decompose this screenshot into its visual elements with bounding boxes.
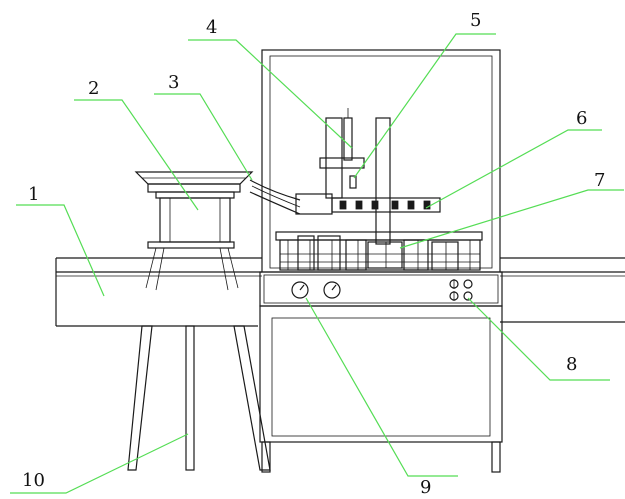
callout-5: 5 xyxy=(353,10,496,179)
callout-2: 2 xyxy=(74,78,199,211)
turntable xyxy=(275,231,483,271)
callout-label-3: 3 xyxy=(168,72,179,93)
callout-label-5: 5 xyxy=(470,10,481,31)
callout-label-6: 6 xyxy=(576,108,587,129)
machine-frame xyxy=(259,49,503,473)
bowl-feeder xyxy=(134,171,254,291)
callout-label-1: 1 xyxy=(28,184,39,205)
pressure-gauge-right xyxy=(323,281,341,299)
callout-label-10: 10 xyxy=(22,470,45,491)
callout-3: 3 xyxy=(154,72,253,181)
callout-label-9: 9 xyxy=(420,477,431,498)
capping-head xyxy=(319,108,391,245)
callout-1: 1 xyxy=(16,184,105,297)
callout-6: 6 xyxy=(425,108,602,209)
callout-8: 8 xyxy=(467,297,610,381)
star-wheel xyxy=(331,197,441,213)
conveyor-legs xyxy=(127,325,271,471)
callout-label-7: 7 xyxy=(594,170,605,191)
callout-9: 9 xyxy=(305,297,458,498)
callout-4: 4 xyxy=(188,17,353,149)
control-panel xyxy=(291,279,473,301)
callout-label-4: 4 xyxy=(206,17,217,38)
callout-label-8: 8 xyxy=(566,354,577,375)
feed-chute xyxy=(249,179,333,215)
callout-7: 7 xyxy=(399,170,624,249)
pressure-gauge-left xyxy=(291,281,309,299)
control-buttons xyxy=(449,279,473,301)
callout-10: 10 xyxy=(10,433,189,494)
callout-label-2: 2 xyxy=(88,78,99,99)
